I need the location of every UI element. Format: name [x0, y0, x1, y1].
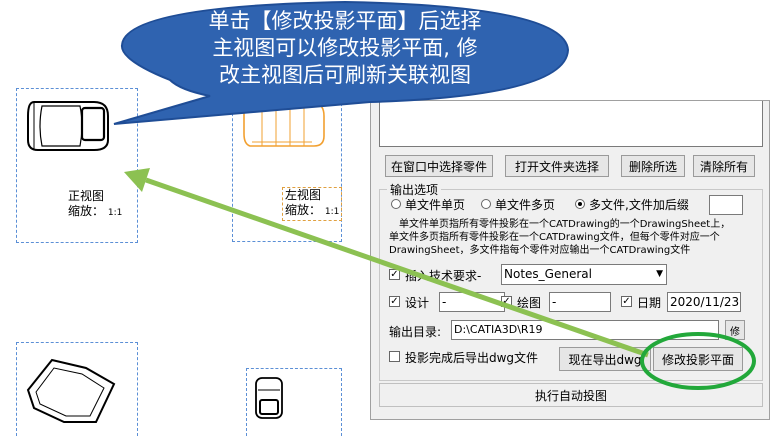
export-dwg-after-checkbox[interactable] [389, 351, 400, 362]
open-folder-button[interactable]: 打开文件夹选择 [505, 155, 609, 177]
output-options-desc-1: 单文件单页指所有零件投影在一个CATDrawing的一个DrawingSheet… [399, 219, 731, 230]
output-options-desc-3: DrawingSheet，多文件指每个零件对应输出一个CATDrawing文件 [389, 245, 691, 256]
callout-line-1: 单击【修改投影平面】后选择 [208, 9, 482, 33]
drawing-input[interactable]: - [549, 292, 611, 312]
output-options-desc-2: 单文件多页指所有零件投影在一个CATDrawing文件，但每个零件对应一个 [389, 232, 720, 243]
insert-tech-req-checkbox[interactable]: ✓ [389, 269, 400, 280]
top-view-frame[interactable] [246, 368, 342, 436]
drawing-checkbox[interactable]: ✓ [501, 296, 512, 307]
front-view-scale-label: 缩放： [68, 204, 105, 218]
date-checkbox[interactable]: ✓ [621, 296, 632, 307]
modify-output-dir-button[interactable]: 修 [725, 320, 745, 340]
front-view-scale-value: 1:1 [107, 208, 123, 218]
callout-line-2: 主视图可以修改投影平面, 修 [212, 36, 478, 60]
date-label: 日期 [637, 296, 662, 310]
output-dir-label: 输出目录: [389, 325, 442, 339]
radio-single-file-single-page[interactable] [391, 199, 401, 209]
left-view-title: 左视图 [285, 188, 322, 202]
export-dwg-after-label: 投影完成后导出dwg文件 [405, 351, 539, 365]
tech-req-select[interactable]: Notes_General ▼ [501, 264, 667, 285]
front-view-label: 正视图 缩放： 1:1 [68, 189, 122, 221]
radio-single-file-multi-page-label: 单文件多页 [495, 198, 556, 212]
radio-single-file-single-page-label: 单文件单页 [405, 198, 466, 212]
callout-bubble [113, 0, 570, 125]
run-auto-projection-button[interactable]: 执行自动投图 [379, 383, 763, 407]
top-view-part[interactable] [252, 374, 286, 422]
radio-multi-file-label: 多文件,文件加后缀 [589, 198, 689, 212]
date-input[interactable]: 2020/11/23 [667, 292, 741, 312]
left-view-label: 左视图 缩放： 1:1 [282, 187, 343, 221]
select-in-window-button[interactable]: 在窗口中选择零件 [385, 155, 493, 177]
suffix-input[interactable] [709, 195, 743, 215]
part-list[interactable] [379, 101, 763, 147]
design-checkbox[interactable]: ✓ [389, 296, 400, 307]
tech-req-select-value: Notes_General [504, 267, 592, 281]
insert-tech-req-label: 插入技术要求- [405, 269, 482, 283]
output-dir-input[interactable]: D:\CATIA3D\R19 [451, 320, 719, 340]
clear-all-button[interactable]: 清除所有 [693, 155, 755, 177]
chevron-down-icon[interactable]: ▼ [656, 269, 663, 279]
iso-view-frame[interactable] [16, 342, 138, 436]
iso-view-part[interactable] [24, 350, 124, 430]
drawing-label: 绘图 [517, 296, 542, 310]
export-dwg-now-button[interactable]: 现在导出dwg [559, 347, 651, 371]
callout-line-3: 改主视图后可刷新关联视图 [219, 63, 471, 87]
callout-text: 单击【修改投影平面】后选择 主视图可以修改投影平面, 修 改主视图后可刷新关联视… [160, 8, 530, 89]
front-view-part[interactable] [24, 96, 114, 156]
delete-selected-button[interactable]: 删除所选 [621, 155, 685, 177]
auto-projection-dialog: 在窗口中选择零件 打开文件夹选择 删除所选 清除所有 输出选项 单文件单页 单文… [370, 100, 770, 420]
left-view-scale-value: 1:1 [324, 207, 340, 217]
modify-projection-plane-button[interactable]: 修改投影平面 [653, 347, 743, 371]
radio-multi-file[interactable] [575, 199, 585, 209]
front-view-frame[interactable] [16, 88, 138, 243]
left-view-scale-label: 缩放： [285, 203, 322, 217]
front-view-title: 正视图 [68, 189, 105, 203]
design-label: 设计 [405, 296, 430, 310]
design-input[interactable]: - [439, 292, 505, 312]
radio-single-file-multi-page[interactable] [481, 199, 491, 209]
